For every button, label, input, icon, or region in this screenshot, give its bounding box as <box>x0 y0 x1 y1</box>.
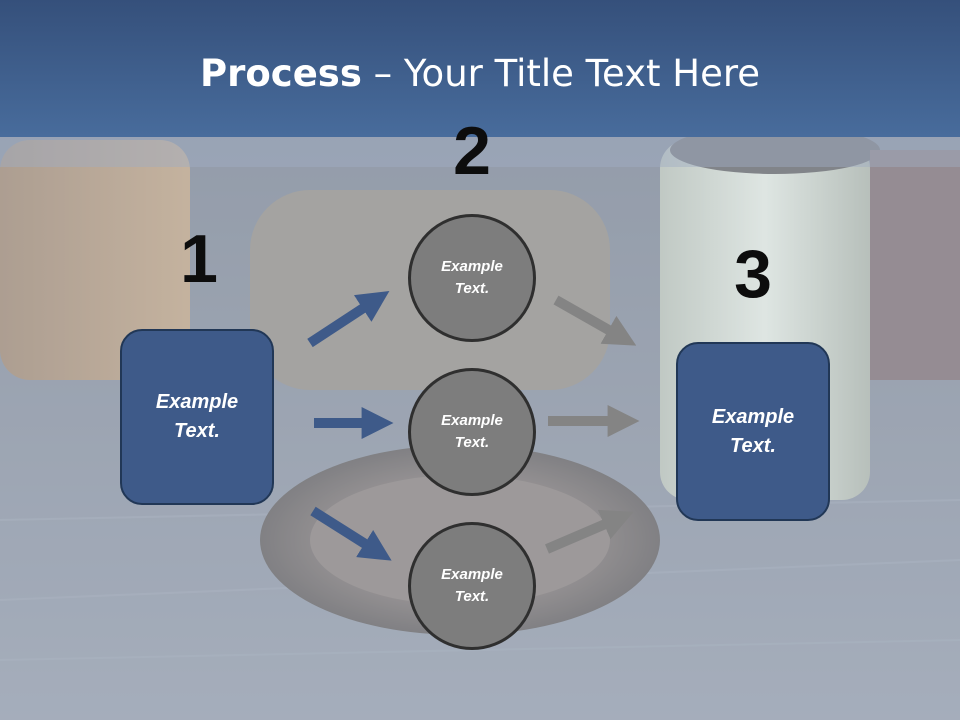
title-bar <box>0 0 960 137</box>
step-number-3: 3 <box>734 236 772 312</box>
circle-middle-text: Example Text. <box>441 411 503 452</box>
arrow-2a-to-3 <box>553 295 637 346</box>
arrow-2c-to-3 <box>545 509 634 554</box>
step-1-text: Example Text. <box>155 391 239 442</box>
step-3-text: Example Text. <box>711 405 795 457</box>
circle-top-text: Example Text. <box>441 257 503 298</box>
title-band <box>0 137 960 167</box>
step-2-circle-middle: Example Text. <box>408 368 536 496</box>
arrow-1-to-2a <box>307 290 390 348</box>
step-number-1: 1 <box>180 221 218 297</box>
arrow-1-to-2c <box>310 506 392 561</box>
title-bold: Process <box>199 52 362 95</box>
circle-bottom-text: Example Text. <box>441 565 503 606</box>
step-3-box: Example Text. <box>676 342 830 521</box>
step-number-2: 2 <box>453 113 491 189</box>
step-2-circle-bottom: Example Text. <box>408 522 536 650</box>
step-1-box: Example Text. <box>120 329 274 505</box>
step-2-circle-top: Example Text. <box>408 214 536 342</box>
title-rest: – Your Title Text Here <box>361 52 761 95</box>
slide-title: Process – Your Title Text Here <box>0 52 960 95</box>
